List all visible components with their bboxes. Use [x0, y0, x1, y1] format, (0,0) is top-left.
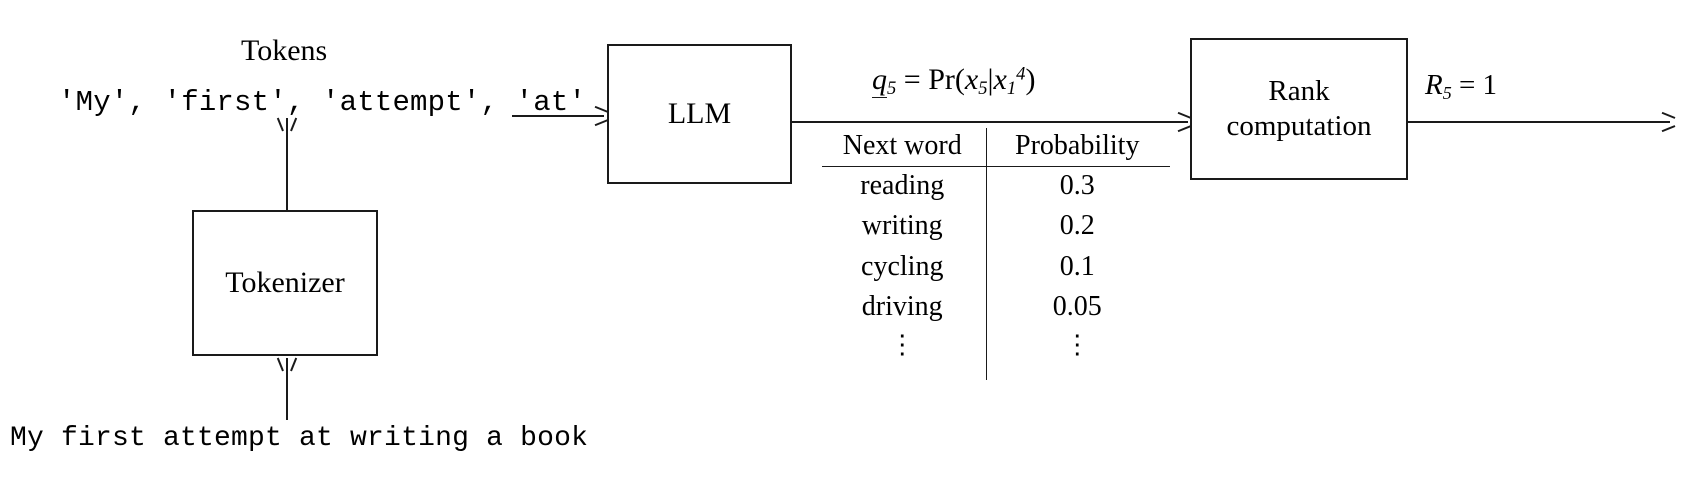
q-symbol: q	[872, 63, 887, 98]
table-row: driving 0.05	[820, 287, 1170, 327]
table-header-underline	[822, 166, 1170, 167]
tokenizer-block: Tokenizer	[192, 210, 378, 356]
table-row: reading 0.3	[820, 166, 1170, 206]
paren-close: )	[1025, 63, 1036, 96]
cell-word: writing	[861, 210, 943, 242]
cell-word-ellipsis: ⋮	[889, 330, 916, 360]
cell-word: reading	[860, 170, 945, 202]
x-context-symbol: x	[993, 63, 1007, 96]
column-header-next-word: Next word	[842, 130, 962, 161]
pr-operator: Pr	[928, 63, 955, 96]
r-symbol: R	[1425, 69, 1443, 101]
rank-computation-block: Rank computation	[1190, 38, 1408, 180]
llm-label: LLM	[667, 96, 732, 130]
table-row-ellipsis: ⋮ ⋮	[820, 327, 1170, 365]
arrow-rank-output-line	[1408, 121, 1670, 123]
r-value	[1452, 69, 1459, 101]
next-word-probability-table: Next word Probability reading 0.3 writin…	[820, 124, 1170, 365]
rank-label-line2: computation	[1226, 110, 1372, 142]
q-probability-formula: q5 = Pr(x5|x14)	[872, 62, 1035, 101]
llm-block: LLM	[607, 44, 792, 184]
q-subscript: 5	[887, 78, 897, 100]
cell-probability: 0.2	[1059, 210, 1095, 242]
tokens-caption: Tokens	[241, 34, 328, 67]
arrow-tokens-to-llm-line	[512, 115, 604, 117]
conditional-bar: |	[987, 63, 994, 96]
cell-probability: 0.1	[1059, 250, 1095, 282]
cell-word: driving	[861, 290, 943, 322]
cell-probability-ellipsis: ⋮	[1064, 330, 1091, 360]
tokenizer-label: Tokenizer	[225, 265, 345, 299]
arrow-llm-to-rank-line	[792, 121, 1188, 123]
table-row: cycling 0.1	[820, 247, 1170, 287]
table-header-row: Next word Probability	[820, 124, 1170, 166]
column-header-probability: Probability	[1015, 130, 1140, 161]
rank-label-line1: Rank	[1268, 74, 1330, 107]
probability-table: Next word Probability reading 0.3 writin…	[820, 124, 1170, 365]
q-equals: =	[896, 63, 929, 96]
paren-open: (	[954, 63, 965, 96]
x-context-subscript: 1	[1006, 78, 1017, 100]
table-column-separator	[986, 128, 987, 380]
arrow-tokenizer-to-tokens-line	[286, 118, 288, 210]
table-row: writing 0.2	[820, 206, 1170, 246]
tokens-list: ′My′, ′first′, ′attempt′, ′at′	[58, 86, 587, 119]
rank-computation-label: Rank computation	[1227, 74, 1372, 145]
table-head: Next word Probability	[820, 124, 1170, 166]
table-body: reading 0.3 writing 0.2 cycling 0.1 driv…	[820, 166, 1170, 365]
r-subscript: 5	[1442, 83, 1452, 104]
arrow-sentence-to-tokenizer-line	[286, 358, 288, 420]
rank-output-label: R5 = 1	[1425, 68, 1497, 105]
x-subscript: 5	[978, 78, 988, 100]
x-symbol: x	[964, 63, 979, 96]
r-equals-value: = 1	[1458, 69, 1498, 101]
input-sentence-text: My first attempt at writing a book	[10, 423, 589, 454]
cell-probability: 0.05	[1052, 290, 1102, 322]
x-context-superscript: 4	[1016, 63, 1026, 85]
cell-word: cycling	[861, 250, 944, 282]
cell-probability: 0.3	[1059, 170, 1095, 202]
